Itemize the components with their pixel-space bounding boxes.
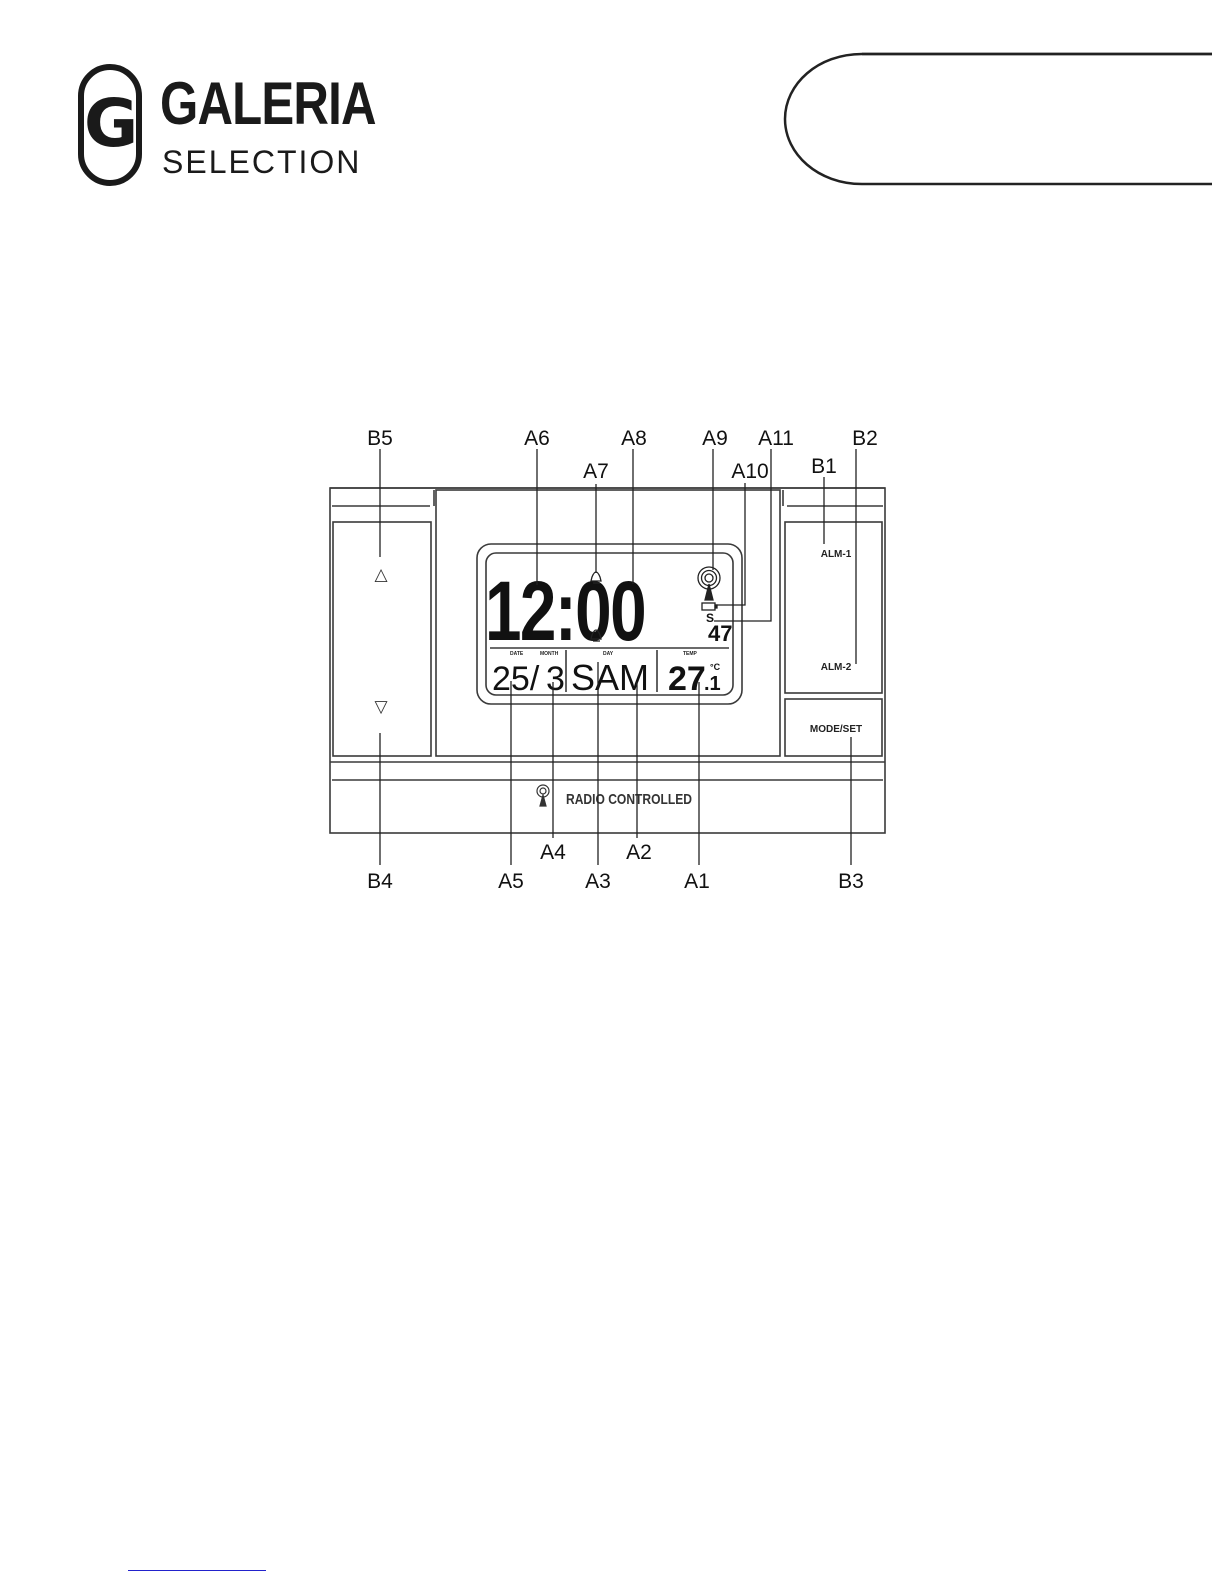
lcd-temperature: 27 — [668, 660, 706, 698]
callout-a5: A5 — [498, 870, 524, 893]
lcd-time: 12:00 — [485, 564, 645, 658]
radio-controlled-label: RADIO CONTROLLED — [566, 791, 692, 808]
callout-a6: A6 — [524, 427, 550, 450]
footer-link-underline[interactable] — [128, 1570, 266, 1571]
lcd-label-month: MONTH — [540, 651, 559, 657]
callout-b5: B5 — [367, 427, 393, 450]
callout-a7: A7 — [583, 460, 609, 483]
lcd-temperature-decimal: .1 — [704, 673, 721, 695]
lcd-label-date: DATE — [510, 651, 524, 657]
lcd-date-day: 25/ — [492, 660, 540, 698]
callout-a10: A10 — [731, 460, 768, 483]
lcd-label-temp: TEMP — [683, 651, 698, 657]
radio-tower-icon — [698, 567, 720, 600]
alarm2-button[interactable]: ALM-2 — [821, 662, 852, 673]
mode-set-button[interactable]: MODE/SET — [810, 724, 862, 735]
callout-a2: A2 — [626, 841, 652, 864]
lcd-date-month: 3 — [546, 660, 565, 698]
radio-tower-icon — [537, 785, 549, 806]
down-arrow-icon[interactable]: ▽ — [374, 697, 388, 717]
callout-b3: B3 — [838, 870, 864, 893]
callout-a3: A3 — [585, 870, 611, 893]
lcd-temperature-unit: °C — [710, 662, 721, 672]
callout-a11: A11 — [758, 427, 794, 450]
callout-a4: A4 — [540, 841, 566, 864]
lcd-signal-letter: S — [706, 611, 714, 625]
alarm1-button[interactable]: ALM-1 — [821, 549, 852, 560]
callout-a1: A1 — [684, 870, 710, 893]
battery-icon — [702, 603, 717, 610]
callout-b1: B1 — [811, 455, 837, 478]
callout-a8: A8 — [621, 427, 647, 450]
callout-b2: B2 — [852, 427, 878, 450]
callout-b4: B4 — [367, 870, 393, 893]
callout-a9: A9 — [702, 427, 728, 450]
up-down-button-panel — [333, 522, 431, 756]
up-arrow-icon[interactable]: △ — [374, 565, 388, 585]
